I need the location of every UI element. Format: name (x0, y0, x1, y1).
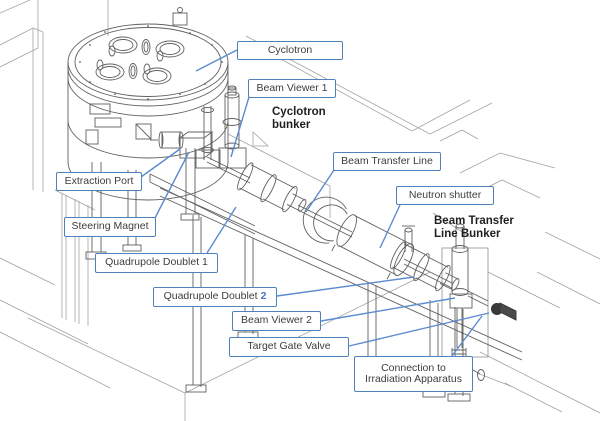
valve-actuator-drawing (402, 225, 415, 252)
steering-magnet-drawing (179, 131, 214, 159)
beam-viewer-2-drawing (449, 223, 473, 309)
region-label-line1: Beam Transfer (434, 215, 514, 227)
region-label-line1: Cyclotron (272, 106, 326, 118)
leader-quadrupole-doublet-1 (206, 206, 237, 254)
leader-neutron-shutter (379, 204, 401, 249)
bolt-dots (79, 25, 223, 100)
callout-text: Neutron shutter (408, 188, 482, 201)
callout-target-gate-valve: Target Gate Valve (229, 337, 349, 357)
leader-beam-viewer-2 (320, 297, 456, 322)
beam-viewer-1-drawing (195, 85, 247, 169)
extraction-port-drawing (150, 131, 184, 149)
leader-connection (451, 315, 483, 357)
callout-extraction-port: Extraction Port (56, 172, 142, 191)
callout-text: Steering Magnet (71, 220, 149, 233)
callout-text: Quadrupole Doublet 1 (105, 256, 208, 269)
leader-cyclotron (195, 49, 238, 72)
leader-quadrupole-doublet-2 (276, 276, 415, 297)
region-label-line2: bunker (272, 118, 311, 131)
callout-beam-viewer-2: Beam Viewer 2 (232, 311, 321, 331)
callout-steering-magnet: Steering Magnet (64, 217, 156, 237)
callout-text: Cyclotron (267, 43, 313, 56)
callout-text: Beam Transfer Line (341, 154, 433, 167)
leader-beam-viewer-1 (230, 96, 250, 158)
callout-text-line1: Connection to (381, 361, 446, 374)
region-label-cyclotron-bunker: Cyclotron bunker (272, 106, 326, 132)
leader-target-gate-valve (348, 312, 490, 347)
region-label-beam-transfer-line-bunker: Beam Transfer Line Bunker (434, 215, 514, 241)
callout-text: Target Gate Valve (247, 340, 331, 353)
callout-text: Beam Viewer 1 (256, 81, 328, 94)
callout-text: Beam Viewer 2 (240, 314, 312, 327)
callout-cyclotron: Cyclotron (237, 41, 343, 60)
leader-steering-magnet (154, 151, 190, 219)
callout-text-line2: Irradiation Apparatus (365, 373, 462, 385)
callout-connection-to-irradiation-apparatus: Connection to Irradiation Apparatus (354, 356, 473, 392)
callout-neutron-shutter: Neutron shutter (396, 186, 494, 205)
target-gate-valve-drawing (491, 302, 517, 321)
leader-beam-transfer-line (305, 169, 335, 213)
callout-quadrupole-doublet-1: Quadrupole Doublet 1 (95, 253, 218, 273)
neutron-shutter-drawing (302, 196, 415, 280)
leader-extraction-port (140, 148, 181, 178)
callout-text: Extraction Port (64, 174, 134, 187)
callout-text: Quadrupole Doublet (163, 290, 258, 303)
region-label-line2: Line Bunker (434, 227, 501, 240)
callout-accent-number: 2 (260, 290, 267, 303)
leader-lines (140, 49, 490, 357)
callout-beam-viewer-1: Beam Viewer 1 (248, 79, 336, 98)
quadrupole-doublet-1-drawing (237, 162, 307, 213)
callout-beam-transfer-line: Beam Transfer Line (333, 152, 441, 171)
